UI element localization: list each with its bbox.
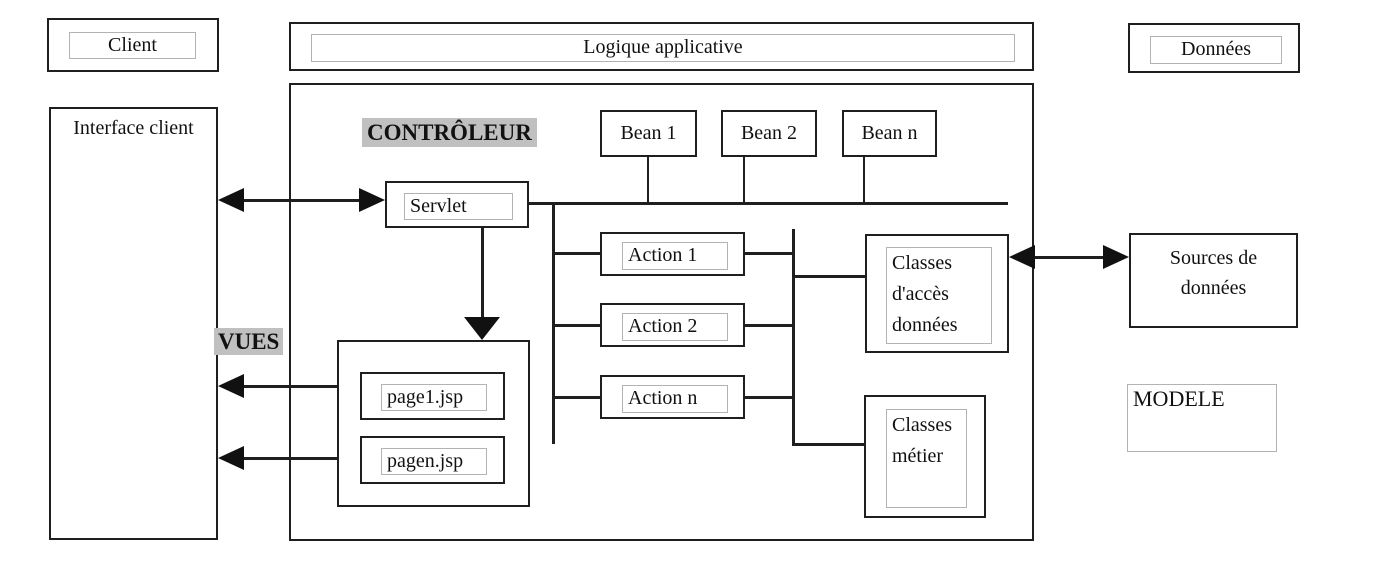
page1-jsp-label: page1.jsp <box>381 384 487 411</box>
modele-box: MODELE <box>1127 384 1277 452</box>
bean-n-box: Bean n <box>842 110 937 157</box>
action-n-box: Action n <box>600 375 745 419</box>
servlet-label: Servlet <box>404 193 513 220</box>
connector-to-classes-metier <box>793 443 865 446</box>
arrow-acces-sources-left-head <box>1009 245 1035 269</box>
bean-n-label: Bean n <box>861 122 918 144</box>
action-1-box: Action 1 <box>600 232 745 276</box>
action-1-label: Action 1 <box>622 242 728 270</box>
classes-acces-label: Classes d'accès données <box>886 247 992 344</box>
connector-action-trunk-left <box>552 203 555 444</box>
pages-container-box: page1.jsp pagen.jsp <box>337 340 530 507</box>
arrow-interface-servlet-shaft <box>238 199 364 202</box>
arrow-interface-servlet-right-head <box>359 188 385 212</box>
classes-acces-box: Classes d'accès données <box>865 234 1009 353</box>
arrow-page1-interface-head <box>218 374 244 398</box>
controleur-label: CONTRÔLEUR <box>362 118 537 147</box>
arrow-servlet-pages-shaft <box>481 228 484 320</box>
logic-layer-label: Logique applicative <box>311 34 1015 62</box>
arrow-acces-sources-right-head <box>1103 245 1129 269</box>
connector-action-trunk-right <box>792 229 795 446</box>
modele-label: MODELE <box>1133 386 1225 411</box>
interface-client-label: Interface client <box>73 117 194 139</box>
classes-metier-label: Classes métier <box>886 409 967 508</box>
data-layer-box: Données <box>1128 23 1300 73</box>
pagen-jsp-label: pagen.jsp <box>381 448 487 475</box>
connector-action1-right <box>745 252 793 255</box>
connector-action2-right <box>745 324 793 327</box>
connector-bean1 <box>647 157 649 204</box>
connector-beann <box>863 157 865 204</box>
connector-servlet-bus <box>529 202 1008 205</box>
arrow-page1-interface-shaft <box>240 385 337 388</box>
sources-donnees-label: Sources de données <box>1169 247 1258 299</box>
action-2-label: Action 2 <box>622 313 728 341</box>
arrow-servlet-pages-head <box>464 317 500 340</box>
bean-1-label: Bean 1 <box>620 122 677 144</box>
page1-jsp-box: page1.jsp <box>360 372 505 420</box>
data-layer-label: Données <box>1150 36 1282 64</box>
connector-action1-left <box>553 252 600 255</box>
vues-label: VUES <box>214 328 284 355</box>
connector-actionn-right <box>745 396 793 399</box>
pagen-jsp-box: pagen.jsp <box>360 436 505 484</box>
action-2-box: Action 2 <box>600 303 745 347</box>
logic-layer-box: Logique applicative <box>289 22 1034 71</box>
arrow-pagen-interface-head <box>218 446 244 470</box>
bean-1-box: Bean 1 <box>600 110 697 157</box>
bean-2-box: Bean 2 <box>721 110 817 157</box>
arrow-pagen-interface-shaft <box>240 457 337 460</box>
connector-to-classes-acces <box>793 275 865 278</box>
classes-metier-box: Classes métier <box>864 395 986 518</box>
sources-donnees-box: Sources de données <box>1129 233 1298 328</box>
interface-client-box: Interface client <box>49 107 218 540</box>
client-layer-box: Client <box>47 18 219 72</box>
action-n-label: Action n <box>622 385 728 413</box>
client-layer-label: Client <box>69 32 196 59</box>
connector-actionn-left <box>553 396 600 399</box>
connector-action2-left <box>553 324 600 327</box>
servlet-box: Servlet <box>385 181 529 228</box>
arrow-acces-sources-shaft <box>1028 256 1108 259</box>
arrow-interface-servlet-left-head <box>218 188 244 212</box>
bean-2-label: Bean 2 <box>740 122 798 144</box>
connector-bean2 <box>743 157 745 204</box>
